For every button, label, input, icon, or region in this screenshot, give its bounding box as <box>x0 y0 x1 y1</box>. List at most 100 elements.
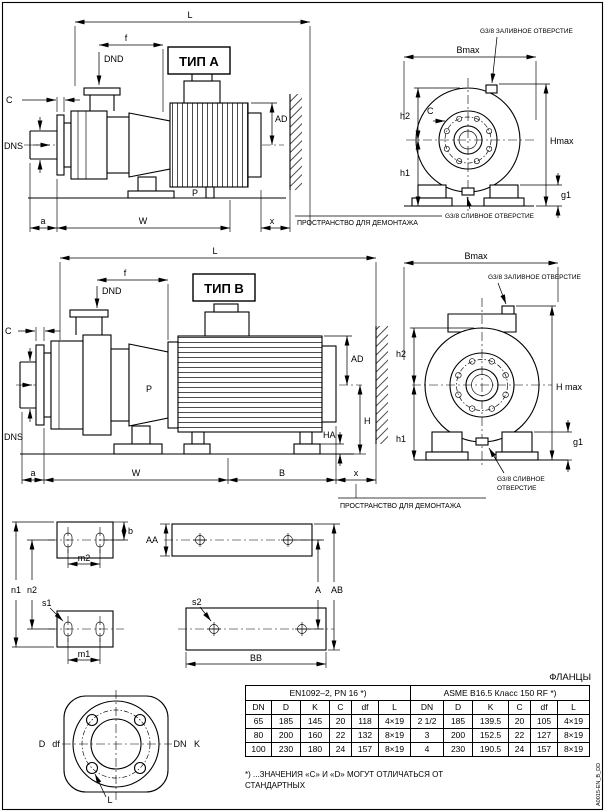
drain-plug-a <box>461 187 475 196</box>
table-cell: 24 <box>329 742 352 757</box>
table-cell: 80 <box>245 728 272 743</box>
discharge-flange-b <box>69 309 109 318</box>
dim-label-Bmax-b: Bmax <box>464 251 488 261</box>
motor-body <box>169 102 249 188</box>
dim-label-h2: h2 <box>400 111 410 121</box>
dim-label-Hmax-b: H max <box>556 382 583 392</box>
dim-type-a-x: x <box>260 190 291 232</box>
drain-port-label-b1: G3/8 СЛИВНОЕ <box>497 476 545 483</box>
dim-label-f: f <box>125 33 128 43</box>
table-cell: df <box>530 700 559 715</box>
dim-label-n2: n2 <box>27 585 37 595</box>
fill-plug-a <box>485 84 498 94</box>
table-cell: 22 <box>329 728 352 743</box>
dim-type-b-P: P <box>146 384 152 394</box>
baseplate-views <box>48 521 334 651</box>
drain-port-label-a: G3/8 СЛИВНОЕ ОТВЕРСТИЕ <box>445 213 535 220</box>
table-cell: 185 <box>443 714 474 729</box>
doc-code: A0015-EN_B_DD <box>596 763 602 806</box>
dim-end-a-Hmax: Hmax <box>499 83 574 206</box>
drain-port-label-b2: ОТВЕРСТИЕ <box>497 485 537 492</box>
table-cell: 230 <box>271 742 301 757</box>
fill-port-label-b: G3/8 ЗАЛИВНОЕ ОТВЕРСТИЕ <box>488 274 582 281</box>
dim-label-DNS: DNS <box>4 141 23 151</box>
dim-bp-m2: m2 <box>67 549 101 568</box>
wall-type-a <box>289 94 302 190</box>
dim-label-C: C <box>6 95 13 105</box>
pump-casing <box>70 110 108 180</box>
dim-label-DNS-b: DNS <box>4 432 23 442</box>
dim-bp-m1: m1 <box>67 638 101 664</box>
table-cell: 8×19 <box>557 728 591 743</box>
table-cell: 4×19 <box>557 714 591 729</box>
type-a-end-view <box>404 78 534 212</box>
dim-type-a-C: C <box>6 95 80 112</box>
dim-label-D: D <box>39 739 46 749</box>
dim-bp-A: A <box>294 539 324 630</box>
type-a-title: ТИП A <box>179 54 219 69</box>
type-b-title-box: ТИП B <box>192 273 256 302</box>
table-cell: 65 <box>245 714 272 729</box>
table-cell: D <box>271 700 301 715</box>
table-cell: 105 <box>530 714 559 729</box>
suction-flange-face-b <box>449 352 515 418</box>
dim-label-C-end: C <box>427 106 434 116</box>
dim-label-H: H <box>364 416 371 426</box>
dim-bp-b: b <box>104 521 133 541</box>
table-cell: C <box>329 700 352 715</box>
motor-end-cap-b <box>321 345 337 423</box>
type-a-title-box: ТИП A <box>167 46 231 75</box>
dim-label-h1: h1 <box>400 168 410 178</box>
table-cell: 100 <box>245 742 272 757</box>
dim-label-f-b: f <box>124 268 127 278</box>
dim-end-a-C: C <box>427 106 445 124</box>
wall-type-b <box>375 326 388 444</box>
table-cell: 200 <box>443 728 474 743</box>
table-cell: 22 <box>508 728 532 743</box>
dim-label-DND: DND <box>104 54 124 64</box>
dim-label-HA: HA <box>323 430 336 440</box>
dim-label-a: a <box>40 216 45 226</box>
dim-end-a-g1: g1 <box>520 173 571 218</box>
table-cell: 190.5 <box>472 742 510 757</box>
terminal-box-b <box>204 311 250 337</box>
table-cell: 24 <box>508 742 532 757</box>
table-group-en1092: EN1092–2, PN 16 *) <box>244 685 412 701</box>
table-cell: 127 <box>530 728 559 743</box>
dim-flange-DN: DN <box>174 739 187 749</box>
dim-label-Bmax: Bmax <box>456 45 480 55</box>
dim-type-a-f: f <box>99 33 164 112</box>
discharge-flange <box>83 87 121 96</box>
dim-label-BB: BB <box>250 653 262 663</box>
dim-type-b-H: H <box>354 385 371 455</box>
dim-label-AA: AA <box>146 535 158 545</box>
dim-type-a-W: W <box>57 200 231 232</box>
table-cell: 2 1/2 <box>410 714 445 729</box>
dim-type-b-W: W <box>44 458 229 484</box>
dim-type-a-P: P <box>192 188 198 198</box>
table-cell: 200 <box>271 728 301 743</box>
table-cell: K <box>300 700 330 715</box>
dim-label-A: A <box>315 585 321 595</box>
type-b-side-view <box>16 303 362 455</box>
callout-fill-port-b: G3/8 ЗАЛИВНОЕ ОТВЕРСТИЕ <box>488 274 582 305</box>
table-cell: 8×19 <box>377 728 412 743</box>
fill-plug-b <box>501 305 515 315</box>
type-b-title: ТИП B <box>204 281 244 296</box>
dim-type-b-x: x <box>336 444 377 484</box>
dim-flange-df: df <box>52 739 60 749</box>
dim-bp-BB: BB <box>185 652 327 668</box>
suction-flange <box>56 114 65 176</box>
motor-bracket <box>128 112 171 178</box>
dim-label-AB: AB <box>331 585 343 595</box>
table-cell: D <box>443 700 474 715</box>
dim-label-L: L <box>187 10 192 20</box>
dim-label-h1-b: h1 <box>396 434 406 444</box>
dim-type-a-L: L <box>74 10 311 226</box>
dim-type-b-B: B <box>228 426 337 484</box>
dim-type-a-a: a <box>29 163 58 232</box>
